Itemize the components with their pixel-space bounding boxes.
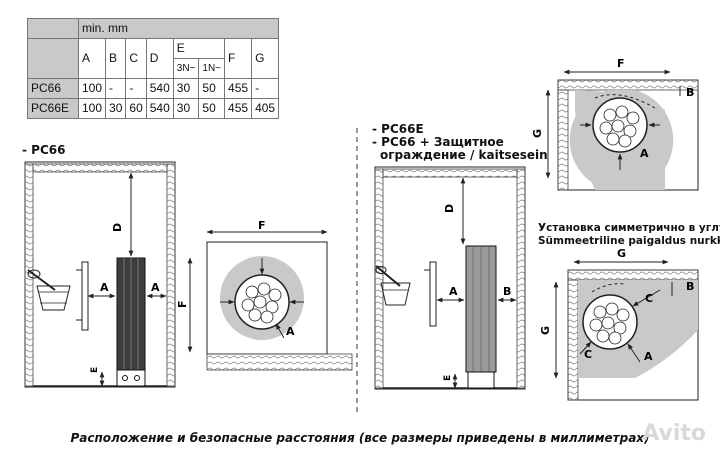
table-cell: 50 [198,78,226,99]
table-units-row: min. mm [27,18,280,39]
dim-label-g: G [539,326,552,335]
dim-label-d: D [111,223,124,232]
table-cell: 30 [105,98,127,119]
bench-bracket-icon [76,261,89,331]
floor-panel [206,353,353,371]
left-plan: F F A [176,219,353,371]
table-subheader-row: 3N~ 1N~ [28,58,279,79]
heater-pc66e [465,245,497,389]
dim-label-b: B [686,86,694,99]
dim-label-a: A [100,281,109,294]
wall-panel-left [374,168,384,389]
table-corner-cell [27,18,79,39]
table-cell: 60 [125,98,147,119]
wall-panel-left [24,163,34,387]
table-header-f: F [224,38,253,79]
dim-label-a: A [640,147,649,160]
dim-label-g: G [617,247,626,260]
table-row: PC66E 100 30 60 540 30 50 455 405 [27,98,280,119]
table-cell: 405 [251,98,280,119]
wall-panel-top [567,269,699,281]
right-section-title-3: ограждение / kaitsesein [380,148,548,162]
dim-label-a: A [286,325,295,338]
table-cell: 455 [224,98,253,119]
dim-label-b: B [686,280,694,293]
right-elevation: D A B E [374,166,526,390]
wall-panel-top [557,79,699,91]
dim-label-f: F [176,300,189,308]
left-section-title: - PC66 [22,143,66,157]
table-cell: 30 [172,98,200,119]
dim-label-e: E [443,375,453,381]
dim-label-c: C [645,292,653,305]
table-units-cell: min. mm [77,18,280,39]
dim-label-f: F [258,219,266,232]
figure-caption: Расположение и безопасные расстояния (вс… [70,431,650,445]
ceiling-panel [32,163,168,173]
corner-note-line-2: Sümmeetriline paigaldus nurkka [538,235,720,247]
corner-note-line-1: Установка симметрично в углу [538,222,720,234]
wall-panel-right [166,163,176,387]
right-plan-wall: F G B A [531,57,699,191]
table-header-blank [27,38,79,79]
dim-label-d: D [443,204,456,213]
table-header-g: G [251,38,280,79]
watermark-logo: Avito [642,421,706,446]
right-plan-corner: G G B C C A [539,247,699,401]
table-row: PC66 100 - - 540 30 50 455 - [27,78,280,99]
table-cell: 455 [224,78,253,99]
dim-label-b: B [503,285,511,298]
wall-panel-right [516,168,526,389]
table-header-c: C [125,38,147,79]
table-cell: 540 [145,98,174,119]
table-header-row: A B C D E F G [27,38,280,79]
dim-label-a: A [151,281,160,294]
table-row-model: PC66E [27,98,79,119]
bucket-icon [27,269,71,311]
wall-panel-side [557,89,569,191]
wall-panel-side [567,279,579,401]
dim-label-c: C [584,348,592,361]
dim-label-f: F [617,57,625,70]
dim-label-a: A [644,350,653,363]
bench-bracket-icon [424,261,437,327]
dim-label-e: E [90,367,100,373]
right-section-title-2: - PC66 + Защитное [372,135,504,149]
dim-label-a: A [449,285,458,298]
dimensions-table: min. mm A B C D E F G 3N~ 1N~ PC66 100 -… [27,18,280,119]
left-elevation: D A A E [24,161,176,388]
heater-pc66 [116,257,146,387]
table-cell: 100 [77,98,107,119]
right-section-title-1: - PC66E [372,122,424,136]
bucket-icon [375,265,411,306]
ceiling-panel [382,168,518,178]
dim-label-g: G [531,129,544,138]
